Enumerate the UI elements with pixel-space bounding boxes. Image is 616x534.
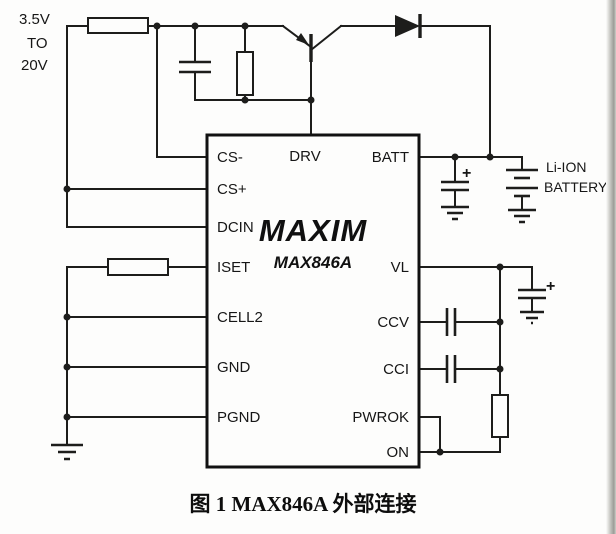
ic-body	[205, 133, 421, 469]
pin-label-drv: DRV	[289, 148, 320, 165]
ground-symbol-left	[51, 443, 83, 461]
maxim-logo: MAXIM	[259, 213, 368, 248]
ground-icon	[441, 205, 469, 221]
base-capacitor	[179, 60, 211, 74]
ic-part-number: MAX846A	[274, 253, 352, 272]
junction-dot	[496, 365, 504, 373]
cci-capacitor	[445, 355, 457, 383]
wire-pwrok	[418, 416, 441, 453]
pin-label-batt: BATT	[372, 149, 409, 166]
ground-icon	[520, 310, 544, 325]
transistor-collector	[309, 24, 343, 52]
pin-label-cci: CCI	[383, 361, 409, 378]
wire-input-rail	[66, 25, 491, 228]
pin-label-pgnd: PGND	[217, 409, 261, 426]
junction-dot	[63, 185, 71, 193]
scan-edge-artifact	[606, 0, 616, 534]
pin-label-cs-plus: CS+	[217, 181, 247, 198]
junction-dot	[241, 22, 249, 30]
diode	[395, 14, 422, 38]
junction-dot	[496, 318, 504, 326]
junction-dot	[241, 96, 249, 104]
pin-label-dcin: DCIN	[217, 219, 254, 236]
pin-label-vl: VL	[391, 259, 409, 276]
batt-capacitor	[441, 156, 469, 221]
junction-dot	[191, 22, 199, 30]
junction-dot	[63, 413, 71, 421]
wire-cs-minus	[156, 25, 208, 158]
junction-dot	[451, 153, 459, 161]
base-resistor	[236, 51, 254, 96]
junction-dot	[486, 153, 494, 161]
emitter-arrow	[296, 33, 309, 45]
resistor-body	[236, 51, 254, 96]
junction-dot	[63, 363, 71, 371]
vl-cap-plus-mark: +	[546, 278, 555, 295]
pin-label-cs-minus: CS-	[217, 149, 243, 166]
battery-symbol	[506, 156, 538, 224]
resistor-body	[87, 17, 149, 34]
source-voltage-line2: TO	[27, 35, 48, 52]
source-voltage-line3: 20V	[21, 57, 48, 74]
figure-caption: 图 1 MAX846A 外部连接	[190, 492, 417, 516]
ccv-capacitor	[445, 308, 457, 336]
pin-label-pwrok: PWROK	[352, 409, 409, 426]
wire-base-node	[194, 25, 312, 136]
pin-label-on: ON	[387, 444, 410, 461]
sense-resistor	[87, 17, 149, 34]
junction-dot	[307, 96, 315, 104]
junction-dot	[436, 448, 444, 456]
pin-label-iset: ISET	[217, 259, 250, 276]
battery-label-line1: Li-ION	[546, 159, 586, 175]
pin-label-ccv: CCV	[377, 314, 409, 331]
diode-anode-triangle	[395, 15, 420, 37]
ground-icon	[51, 443, 83, 461]
pin-label-cell2: CELL2	[217, 309, 263, 326]
wiring	[66, 25, 533, 453]
source-voltage-line1: 3.5V	[19, 11, 50, 28]
vl-capacitor	[518, 266, 546, 325]
junction-dots	[63, 22, 504, 456]
junction-dot	[153, 22, 161, 30]
resistor-body	[107, 258, 169, 276]
pnp-transistor	[281, 24, 343, 62]
ground-icon	[508, 208, 536, 224]
battery-label-line2: BATTERY	[544, 179, 608, 195]
batt-cap-plus-mark: +	[462, 165, 471, 182]
resistor-body	[491, 394, 509, 438]
wire-right-rail	[439, 266, 501, 453]
iset-resistor	[107, 258, 169, 276]
junction-dot	[63, 313, 71, 321]
pullup-resistor	[491, 394, 509, 438]
pin-label-gnd: GND	[217, 359, 251, 376]
junction-dot	[496, 263, 504, 271]
